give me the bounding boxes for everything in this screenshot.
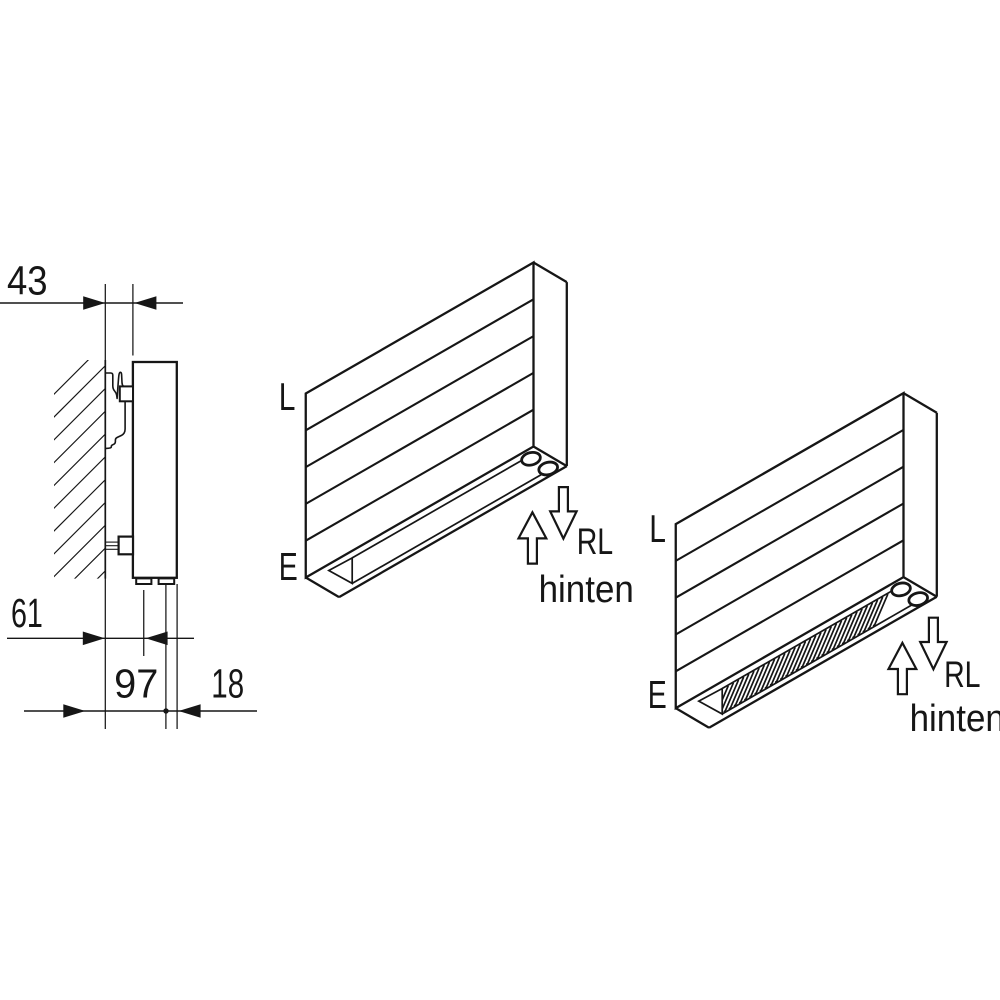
svg-text:18: 18 xyxy=(211,661,244,707)
svg-text:L: L xyxy=(279,377,296,419)
svg-text:RL: RL xyxy=(577,522,613,564)
svg-text:RL: RL xyxy=(944,655,980,697)
svg-text:hinten: hinten xyxy=(539,568,634,611)
svg-text:hinten: hinten xyxy=(910,697,1000,740)
svg-text:61: 61 xyxy=(11,591,43,636)
svg-text:E: E xyxy=(648,674,667,717)
svg-text:E: E xyxy=(279,546,298,589)
svg-text:L: L xyxy=(649,509,666,551)
svg-text:97: 97 xyxy=(114,660,158,707)
svg-text:43: 43 xyxy=(7,259,48,304)
